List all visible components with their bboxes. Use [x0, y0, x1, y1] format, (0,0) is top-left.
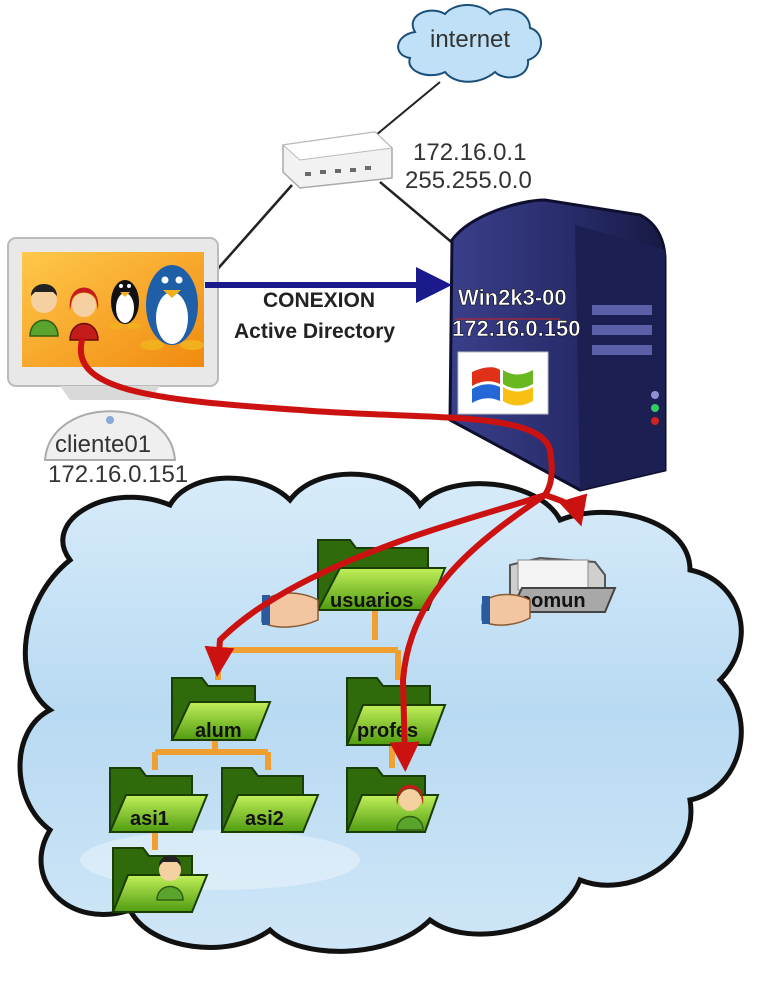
shared-hand-icon: [481, 593, 531, 626]
router-ip: 172.16.0.1: [413, 139, 526, 166]
router-client-link: [214, 184, 293, 273]
access-arrows: [77, 337, 588, 772]
folder-profes-label: profes: [357, 720, 418, 742]
folder-comun[interactable]: comun: [508, 556, 617, 613]
internet-router-link: [369, 81, 441, 141]
internet-cloud: internet: [397, 4, 542, 83]
folder-asi2[interactable]: asi2: [220, 767, 320, 833]
user-female-icon: [69, 287, 99, 341]
user-male-icon: [156, 855, 184, 901]
internet-label: internet: [430, 26, 510, 53]
folder-alum-label: alum: [195, 720, 242, 742]
server-tower: [448, 198, 667, 492]
folder-asi1-user[interactable]: [111, 847, 209, 913]
client-name: cliente01: [55, 431, 151, 458]
router-icon: [281, 131, 394, 189]
folder-alum[interactable]: alum: [170, 677, 272, 742]
folder-asi1[interactable]: asi1: [108, 767, 209, 833]
tux-small-icon: [109, 280, 141, 329]
router-server-link: [379, 181, 456, 246]
folder-profes-user[interactable]: [345, 767, 440, 833]
folder-asi1-label: asi1: [130, 808, 169, 830]
user-male-icon: [29, 284, 59, 337]
user-female-icon: [396, 784, 424, 831]
connection-line1: CONEXION: [263, 289, 375, 312]
folder-asi2-label: asi2: [245, 808, 284, 830]
router-mask: 255.255.0.0: [405, 167, 532, 194]
server-name: Win2k3-00: [458, 285, 567, 310]
folder-profes[interactable]: profes: [345, 677, 447, 746]
folder-usuarios[interactable]: usuarios: [316, 539, 447, 612]
client-ip: 172.16.0.151: [48, 461, 188, 488]
windows-logo-icon: [457, 351, 549, 415]
server-ip: 172.16.0.150: [452, 316, 580, 341]
tux-blue-icon: [140, 265, 204, 350]
folder-comun-label: comun: [520, 590, 586, 612]
folder-usuarios-label: usuarios: [330, 590, 413, 612]
connection-line2: Active Directory: [234, 320, 395, 343]
